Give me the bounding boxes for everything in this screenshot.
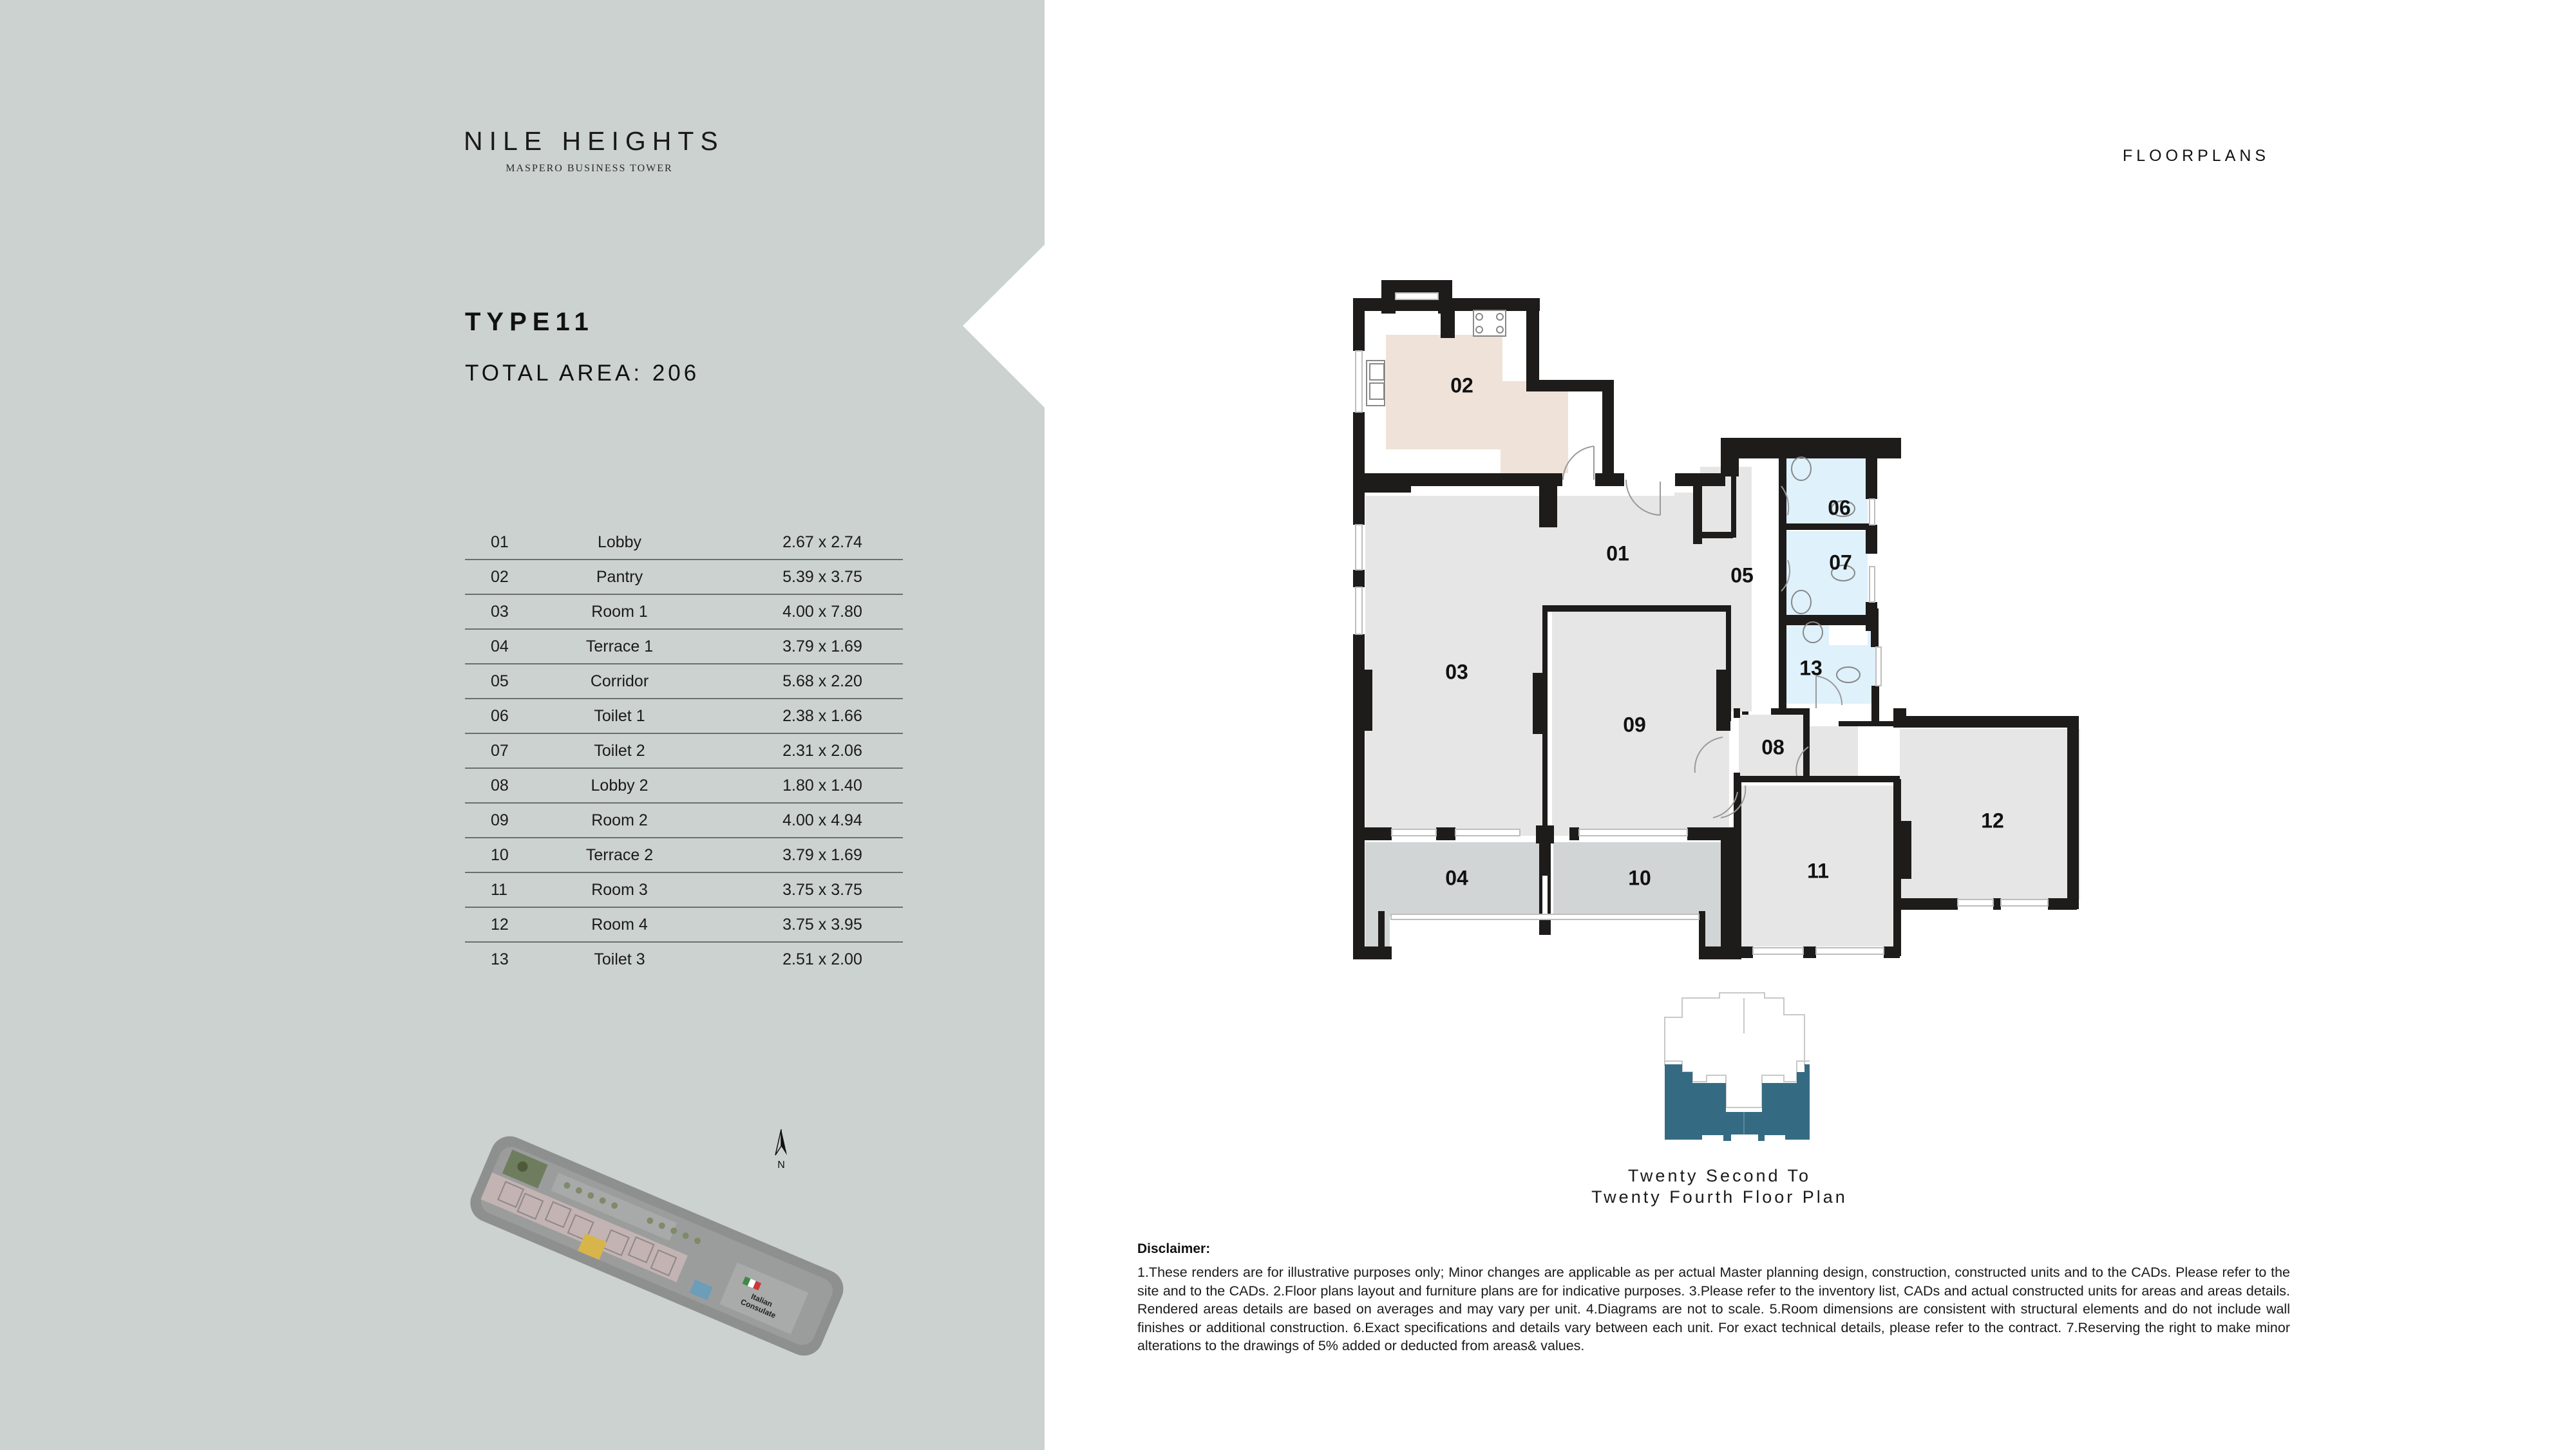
unit-total-area: TOTAL AREA: 206	[465, 361, 700, 386]
room-12-room-4[interactable]	[1900, 729, 2080, 899]
room-dimensions: 4.00 x 4.94	[697, 803, 903, 838]
room-number: 01	[465, 525, 542, 560]
room-dimensions: 3.75 x 3.75	[697, 872, 903, 908]
room-name: Pantry	[542, 560, 697, 595]
room-09-room-2[interactable]	[1552, 612, 1729, 836]
room-04-terrace-1[interactable]	[1365, 842, 1546, 916]
sink-icon	[1366, 360, 1385, 406]
room-number: 13	[491, 950, 509, 968]
room-dimensions: 1.80 x 1.40	[697, 768, 903, 804]
compass: N	[768, 1128, 794, 1171]
site-map: Italian Consulate	[470, 1136, 844, 1356]
room-name: Toilet 2	[542, 733, 697, 769]
room-dimensions: 2.31 x 2.06	[697, 733, 903, 769]
room-number: 12	[465, 907, 542, 943]
key-caption-line2: Twenty Fourth Floor Plan	[1591, 1187, 1848, 1207]
table-row: 13 Toilet 3 2.51 x 2.00	[465, 942, 903, 976]
site-tower-highlight	[578, 1233, 607, 1260]
room-11-room-3[interactable]	[1739, 786, 1897, 946]
room-name: Lobby	[542, 525, 697, 560]
brand-title: NILE HEIGHTS	[464, 126, 724, 156]
room-dimensions: 3.79 x 1.69	[697, 838, 903, 873]
room-dimensions: 2.38 x 1.66	[697, 699, 903, 734]
stove-icon	[1473, 310, 1506, 337]
room-05-corridor[interactable]	[1700, 467, 1752, 711]
key-plan-caption: Twenty Second To Twenty Fourth Floor Pla…	[1558, 1165, 1880, 1208]
room-03-room-1[interactable]	[1365, 496, 1700, 836]
room-name: Room 4	[542, 907, 697, 943]
room-number: 05	[465, 664, 542, 699]
key-plan	[1664, 992, 1810, 1141]
room-number: 06	[465, 699, 542, 734]
unit-type-title: TYPE11	[465, 308, 594, 336]
room-number: 08	[465, 768, 542, 804]
room-number: 04	[465, 629, 542, 664]
room-number: 03	[465, 594, 542, 630]
disclaimer-title: Disclaimer:	[1137, 1241, 1211, 1256]
room-dimensions: 5.39 x 3.75	[697, 560, 903, 595]
north-arrow-icon	[775, 1129, 787, 1156]
room-name: Toilet 1	[542, 699, 697, 734]
disclaimer-body: 1.These renders are for illustrative pur…	[1137, 1265, 2290, 1353]
room-dimensions: 3.79 x 1.69	[697, 629, 903, 664]
room-name: Room 3	[542, 872, 697, 908]
room-dimensions: 5.68 x 2.20	[697, 664, 903, 699]
room-dimensions: 4.00 x 7.80	[697, 594, 903, 630]
compass-north-label: N	[777, 1160, 785, 1171]
room-10-terrace-2[interactable]	[1553, 842, 1726, 916]
room-name: Terrace 2	[542, 838, 697, 873]
room-06-toilet-1[interactable]	[1785, 456, 1868, 523]
room-name: Corridor	[542, 664, 697, 699]
room-dimensions: 2.67 x 2.74	[697, 525, 903, 560]
room-08-lobby-2[interactable]	[1739, 715, 1803, 779]
room-name: Room 2	[542, 803, 697, 838]
room-name: Terrace 1	[542, 629, 697, 664]
room-number: 07	[465, 733, 542, 769]
brand-logo: NILE HEIGHTS MASPERO BUSINESS TOWER	[464, 126, 724, 174]
room-13-toilet-3[interactable]	[1785, 623, 1875, 704]
room-07-toilet-2[interactable]	[1785, 531, 1868, 615]
room-name: Room 1	[542, 594, 697, 630]
disclaimer: Disclaimer: 1.These renders are for illu…	[1137, 1241, 2290, 1355]
room-name: Lobby 2	[542, 768, 697, 804]
room-fills	[1365, 309, 2080, 956]
room-number: 11	[465, 872, 542, 908]
room-number: 09	[465, 803, 542, 838]
brand-subtitle: MASPERO BUSINESS TOWER	[506, 163, 673, 174]
room-number: 02	[465, 560, 542, 595]
room-number: 10	[465, 838, 542, 873]
key-plan-highlight	[1665, 1064, 1810, 1141]
section-label: FLOORPLANS	[2123, 147, 2270, 165]
room-02-pantry[interactable]	[1386, 335, 1568, 473]
key-caption-line1: Twenty Second To	[1627, 1166, 1812, 1185]
room-dimensions: 2.51 x 2.00	[782, 950, 862, 968]
room-dimensions: 3.75 x 3.95	[697, 907, 903, 943]
room-name: Toilet 3	[594, 950, 645, 968]
